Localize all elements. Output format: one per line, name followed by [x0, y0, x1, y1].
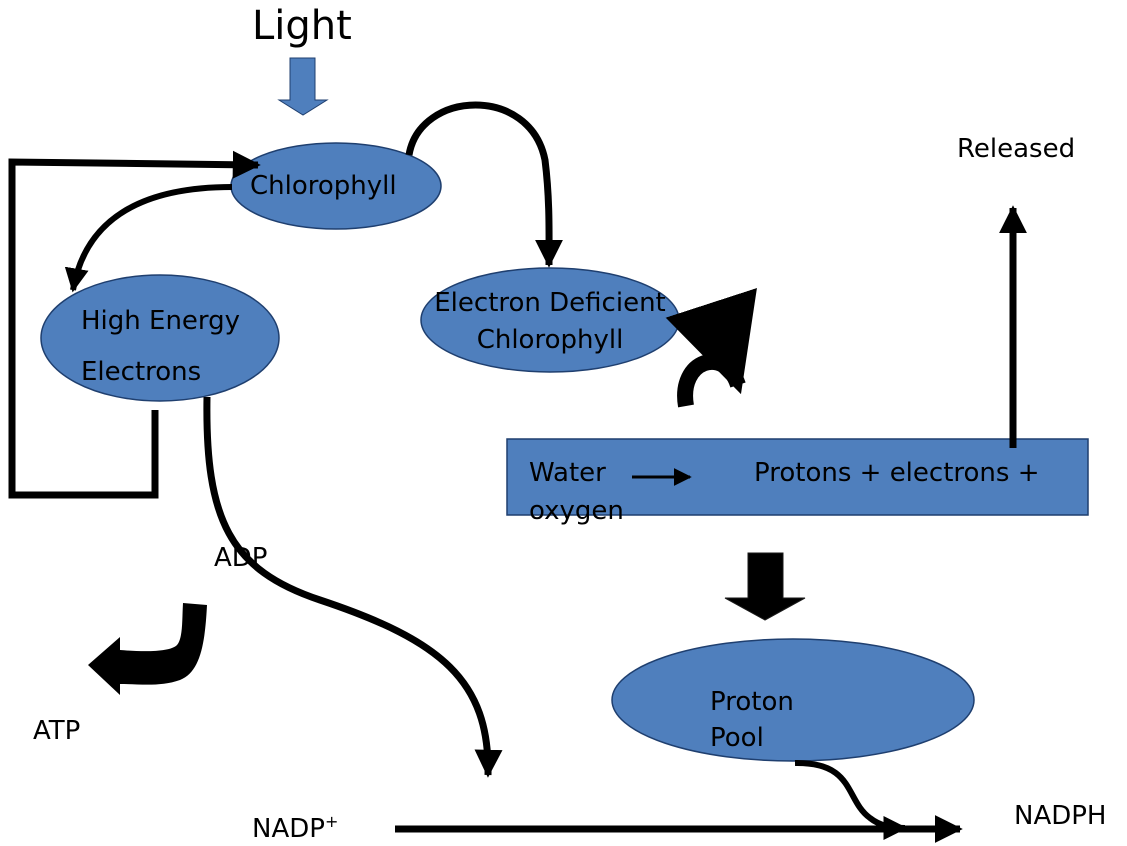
adp-label: ADP: [214, 543, 268, 573]
high-energy-electrons-node: [40, 274, 280, 402]
cyclic-return-loop-arrow: [8, 150, 261, 499]
electron-deficient-chlorophyll-label: Electron Deficient Chlorophyll: [434, 288, 666, 355]
water-label: Water: [529, 458, 606, 488]
light-down-arrow: [277, 57, 329, 116]
electrons-to-nadp-arrow: [203, 396, 503, 778]
chlorophyll-to-deficient-arrow: [405, 101, 564, 268]
proton-pool-label-line2: Pool: [710, 723, 764, 753]
chlorophyll-label: Chlorophyll: [250, 171, 397, 201]
water-splitting-box: [506, 438, 1089, 516]
pool-to-nadph-arrow: [794, 759, 908, 840]
proton-pool-node: [611, 638, 975, 762]
light-label: Light: [252, 3, 352, 49]
nadp-superscript: +: [324, 812, 339, 831]
protons-electrons-label: Protons + electrons +: [754, 458, 1040, 488]
released-label: Released: [957, 134, 1076, 164]
chlorophyll-to-electrons-arrow: [64, 184, 233, 293]
nadp-label: NADP+: [252, 812, 338, 845]
atp-label: ATP: [33, 716, 81, 746]
nadph-label: NADPH: [1014, 801, 1107, 831]
high-energy-electrons-label-line1: High Energy: [81, 306, 241, 336]
water-to-deficient-curved-arrow: [665, 287, 757, 408]
proton-pool-label-line1: Proton: [710, 687, 794, 717]
oxygen-label: oxygen: [529, 496, 624, 526]
protons-to-pool-block-arrow: [724, 552, 806, 621]
nadp-text: NADP: [252, 814, 325, 844]
adp-to-atp-block-arrow: [88, 603, 207, 695]
high-energy-electrons-label-line2: Electrons: [81, 357, 202, 387]
